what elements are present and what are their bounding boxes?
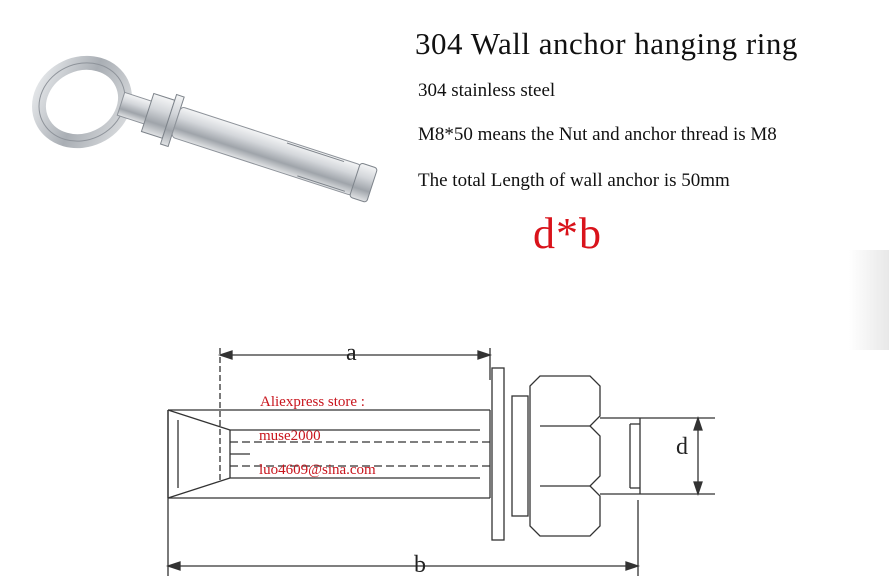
- product-photo: [32, 55, 378, 203]
- anchor-technical-drawing: [165, 348, 715, 576]
- spec-note: M8*50 means the Nut and anchor thread is…: [418, 124, 777, 145]
- store-email: luo4609@sina.com: [259, 462, 376, 478]
- material-text: 304 stainless steel: [418, 80, 556, 101]
- store-name: muse2000: [259, 428, 321, 444]
- length-note: The total Length of wall anchor is 50mm: [418, 170, 730, 191]
- edge-shadow: [849, 250, 889, 350]
- dimension-d-label: d: [676, 434, 688, 460]
- product-title: 304 Wall anchor hanging ring: [415, 26, 798, 61]
- store-label: Aliexpress store :: [260, 394, 365, 410]
- dimension-b-label: b: [414, 552, 426, 578]
- size-formula: d*b: [533, 209, 602, 258]
- dimension-a-label: a: [346, 340, 357, 366]
